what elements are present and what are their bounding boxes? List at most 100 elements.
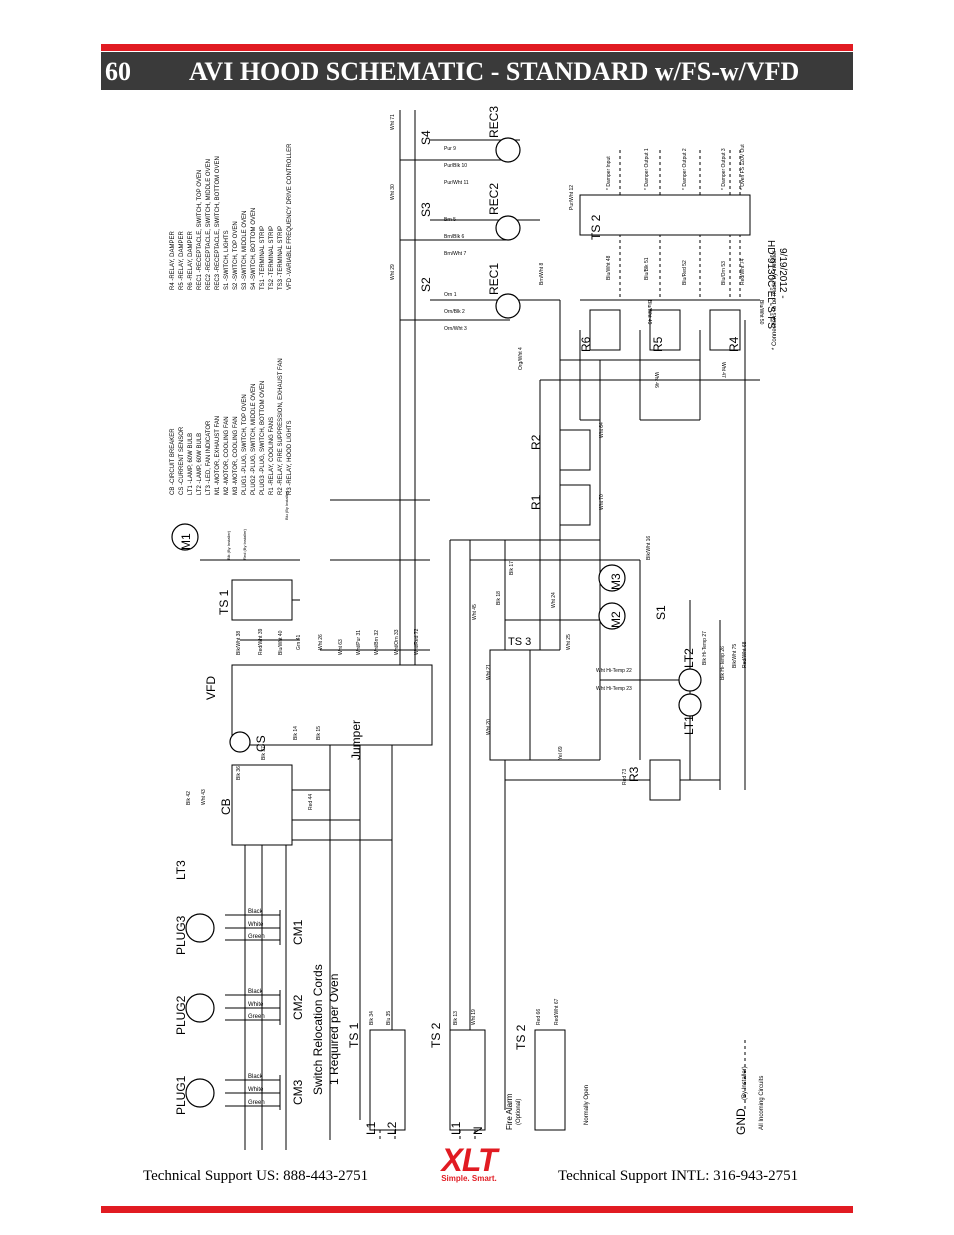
svg-text:LT3 -LED, FAN INDICATOR: LT3 -LED, FAN INDICATOR [206,420,212,495]
wire-red-inst: Red (By Installer) [242,528,247,560]
wire-damper-out3: * Damper Output 3 [721,148,727,190]
wire-blkwht16: Blk/Wht 16 [646,536,652,560]
svg-text:S1 -SWITCH, LIGHTS: S1 -SWITCH, LIGHTS [224,230,230,290]
label-s4: S4 [419,130,433,145]
wire-ornwht3: Orn/Wht 3 [444,326,467,332]
svg-text:TS3 -TERMINAL STRIP: TS3 -TERMINAL STRIP [278,226,284,290]
logo-mark: XLT [441,1142,497,1178]
label-cm2: CM2 [291,994,305,1020]
svg-text:S3 -SWITCH, MIDDLE OVEN: S3 -SWITCH, MIDDLE OVEN [242,211,248,290]
svg-text:REC2 -RECEPTACLE, SWITCH, MIDD: REC2 -RECEPTACLE, SWITCH, MIDDLE OVEN [206,159,212,290]
label-m1: M1 [179,533,193,550]
wire-red73: Red 73 [622,769,628,785]
label-l1-a: L1 [364,1121,378,1135]
svg-text:VFD -VARIABLE FREQUENCY DRIVE: VFD -VARIABLE FREQUENCY DRIVE CONTROLLER [287,143,293,290]
wire-wht45: Wht 45 [472,604,478,620]
wire-whthi22: Wht Hi-Temp 22 [596,668,632,674]
cord-black-3: Black [248,909,264,915]
switch-cords-line1: Switch Relocation Cords [311,964,325,1095]
wire-blk14: Blk 14 [293,726,299,740]
svg-text:PLUG1 -PLUG, SWITCH, TOP OVEN: PLUG1 -PLUG, SWITCH, TOP OVEN [242,394,248,495]
cord-white-3: White [248,922,264,928]
connections-note: * Connections to be made by installer [772,251,778,350]
label-s1: S1 [654,605,668,620]
wire-wht63: Wht 63 [338,639,344,655]
wire-wht71: Wht 71 [390,114,396,130]
label-normally-open: Normally Open [584,1085,590,1125]
wire-wht46: Wht 46 [653,372,659,388]
wire-blu-inst: Blu (By Installer) [284,490,289,520]
wire-brn5: Brn 5 [444,217,456,223]
label-cm1: CM1 [291,919,305,945]
label-by-installer: (By Installer) [742,1066,748,1100]
wire-wht21: Wht 21 [486,664,492,680]
wire-blublk51: Blu/Blk 51 [644,257,650,280]
svg-text:M3 -MOTOR, COOLING FAN: M3 -MOTOR, COOLING FAN [233,416,239,495]
wire-blk13: Blk 13 [453,1011,459,1025]
wire-blkwht38: Blk/Wht 38 [236,631,242,655]
wire-bluwht49: Blu/Wht 49 [646,300,652,325]
drawing-number: HD-9130C-EL-S-FS [765,240,776,329]
wire-wht26: Wht 26 [318,634,324,650]
wire-whtred72: Wht/Red 72 [414,628,420,655]
label-plug2: PLUG2 [174,995,188,1035]
svg-text:TS2 -TERMINAL STRIP: TS2 -TERMINAL STRIP [269,226,275,290]
wire-whthi23: Wht Hi-Temp 23 [596,686,632,692]
label-ts1-upper: TS 1 [217,589,231,615]
legend-left-cb: CB -CIRCUIT BREAKER [170,428,176,495]
svg-text:R3 -RELAY, HOOD LIGHTS: R3 -RELAY, HOOD LIGHTS [287,421,293,495]
label-optional: (Optional) [516,1099,522,1125]
cord-black-1: Black [248,1074,264,1080]
wire-wht70: Wht 70 [599,494,605,510]
logo-tagline: Simple. Smart. [441,1174,497,1183]
label-r3: R3 [627,766,641,782]
svg-text:S4 -SWITCH, BOTTOM OVEN: S4 -SWITCH, BOTTOM OVEN [251,208,257,290]
label-l1-b: L1 [449,1121,463,1135]
label-m3: M3 [609,573,623,590]
wire-blk34: Blk 34 [369,1011,375,1025]
top-red-rule [101,44,853,51]
label-r5: R5 [651,336,665,352]
label-r6: R6 [579,336,593,352]
label-l2: L2 [385,1121,399,1135]
label-m2: M2 [609,611,623,628]
label-gnd: GND [734,1108,748,1135]
wire-blk37: Blk 37 [261,746,267,760]
wire-damper-out2: * Damper Output 2 [682,148,688,190]
wire-brnwht8: Brn/Wht 8 [539,263,545,285]
wire-wht20: Wht 20 [486,719,492,735]
svg-text:LT1 -LAMP, 60W BULB: LT1 -LAMP, 60W BULB [188,433,194,495]
wire-blk15: Blk 15 [316,726,322,740]
wire-bluwht50: Blu/Wht 50 [758,300,764,325]
switch-cords-line2: 1 Required per Oven [327,974,341,1085]
wire-orn1: Orn 1 [444,292,457,298]
svg-text:R6 -RELAY, DAMPER: R6 -RELAY, DAMPER [188,231,194,290]
label-ts2-upper: TS 2 [589,214,603,240]
bottom-red-rule [101,1206,853,1213]
label-all-incoming: All Incoming Circuits [759,1076,765,1130]
page-title: AVI HOOD SCHEMATIC - STANDARD w/FS-w/VFD [189,57,800,86]
svg-text:CS -CURRENT SENSOR: CS -CURRENT SENSOR [179,426,185,495]
wire-pur9: Pur 9 [444,146,456,152]
wire-bluwht48: Blu/Wht 48 [606,255,612,280]
svg-text:M1 -MOTOR, EXHAUST FAN: M1 -MOTOR, EXHAUST FAN [215,416,221,495]
wire-wht24: Wht 24 [551,592,557,608]
wire-damper-input: * Damper Input [606,156,612,190]
label-r4: R4 [727,336,741,352]
label-s2: S2 [419,277,433,292]
wire-whtbrn32: Wht/Brn 32 [374,630,380,655]
wire-purwht11: Pur/Wht 11 [444,180,469,186]
wire-blu35: Blu 35 [386,1011,392,1025]
wire-blkwht75: Blk/Wht 75 [732,644,738,668]
label-lt3: LT3 [174,860,188,880]
wire-brnwht7: Brn/Wht 7 [444,251,466,257]
label-lt1: LT1 [682,715,696,735]
wire-wht19: Wht 19 [471,1009,477,1025]
cord-black-2: Black [248,989,264,995]
wire-orgwht4: Org/Wht 4 [518,347,524,370]
wire-whtpur31: Wht/Pur 31 [356,630,362,655]
label-ts3: TS 3 [508,636,531,648]
wire-whtorn33: Wht/Orn 33 [394,629,400,655]
svg-text:R4 -RELAY, DAMPER: R4 -RELAY, DAMPER [170,231,176,290]
label-n: N [471,1126,485,1135]
